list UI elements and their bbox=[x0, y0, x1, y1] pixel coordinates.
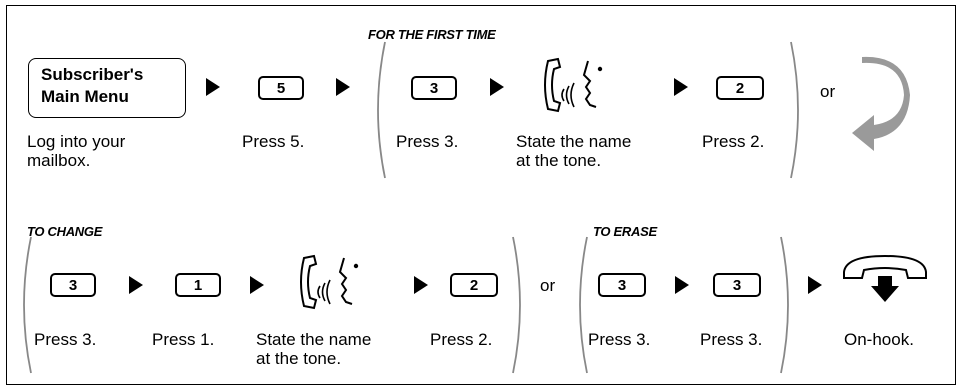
caption-press3-erase-a: Press 3. bbox=[588, 330, 651, 349]
caption-press3: Press 3. bbox=[396, 132, 459, 151]
key-3-erase-a[interactable]: 3 bbox=[598, 273, 646, 297]
curved-loop-arrow-icon bbox=[852, 56, 910, 151]
key-2-first[interactable]: 2 bbox=[716, 76, 764, 100]
handset-speaking-icon bbox=[544, 57, 603, 113]
right-arrow-icon bbox=[129, 276, 143, 294]
caption-log-in: Log into your mailbox. bbox=[27, 132, 126, 170]
left-paren bbox=[377, 41, 386, 179]
or-label: or bbox=[820, 82, 836, 101]
left-paren bbox=[23, 236, 32, 374]
heading-to-erase: TO ERASE bbox=[593, 224, 657, 239]
menu-box-line2: Main Menu bbox=[41, 87, 129, 106]
right-paren bbox=[512, 236, 521, 374]
left-paren bbox=[579, 236, 588, 374]
handset-speaking-icon bbox=[300, 254, 359, 310]
right-arrow-icon bbox=[808, 276, 822, 294]
right-paren bbox=[790, 41, 799, 179]
or-label: or bbox=[540, 276, 556, 295]
caption-press2: Press 2. bbox=[702, 132, 765, 151]
heading-to-change: TO CHANGE bbox=[27, 224, 103, 239]
right-arrow-icon bbox=[250, 276, 264, 294]
right-paren bbox=[780, 236, 789, 374]
menu-box-line1: Subscriber's bbox=[41, 65, 144, 84]
caption-on-hook: On-hook. bbox=[844, 330, 914, 349]
key-3-first[interactable]: 3 bbox=[411, 76, 457, 100]
caption-press5: Press 5. bbox=[242, 132, 305, 151]
heading-first-time: FOR THE FIRST TIME bbox=[368, 27, 496, 42]
right-arrow-icon bbox=[336, 78, 350, 96]
right-arrow-icon bbox=[675, 276, 689, 294]
right-arrow-icon bbox=[206, 78, 220, 96]
hang-up-phone-icon bbox=[843, 254, 927, 302]
key-3-erase-b[interactable]: 3 bbox=[713, 273, 761, 297]
key-5[interactable]: 5 bbox=[258, 76, 304, 100]
key-2-change[interactable]: 2 bbox=[450, 273, 498, 297]
caption-press2-change: Press 2. bbox=[430, 330, 493, 349]
caption-press3-change: Press 3. bbox=[34, 330, 97, 349]
caption-press3-erase-b: Press 3. bbox=[700, 330, 763, 349]
caption-state-name: State the name at the tone. bbox=[516, 132, 632, 170]
right-arrow-icon bbox=[414, 276, 428, 294]
diagram-frame bbox=[6, 5, 956, 385]
caption-state-name-change: State the name at the tone. bbox=[256, 330, 372, 368]
key-1-change[interactable]: 1 bbox=[175, 273, 221, 297]
right-arrow-icon bbox=[490, 78, 504, 96]
right-arrow-icon bbox=[674, 78, 688, 96]
caption-press1-change: Press 1. bbox=[152, 330, 215, 349]
subscriber-main-menu-box: Subscriber's Main Menu bbox=[28, 58, 186, 118]
key-3-change[interactable]: 3 bbox=[50, 273, 96, 297]
